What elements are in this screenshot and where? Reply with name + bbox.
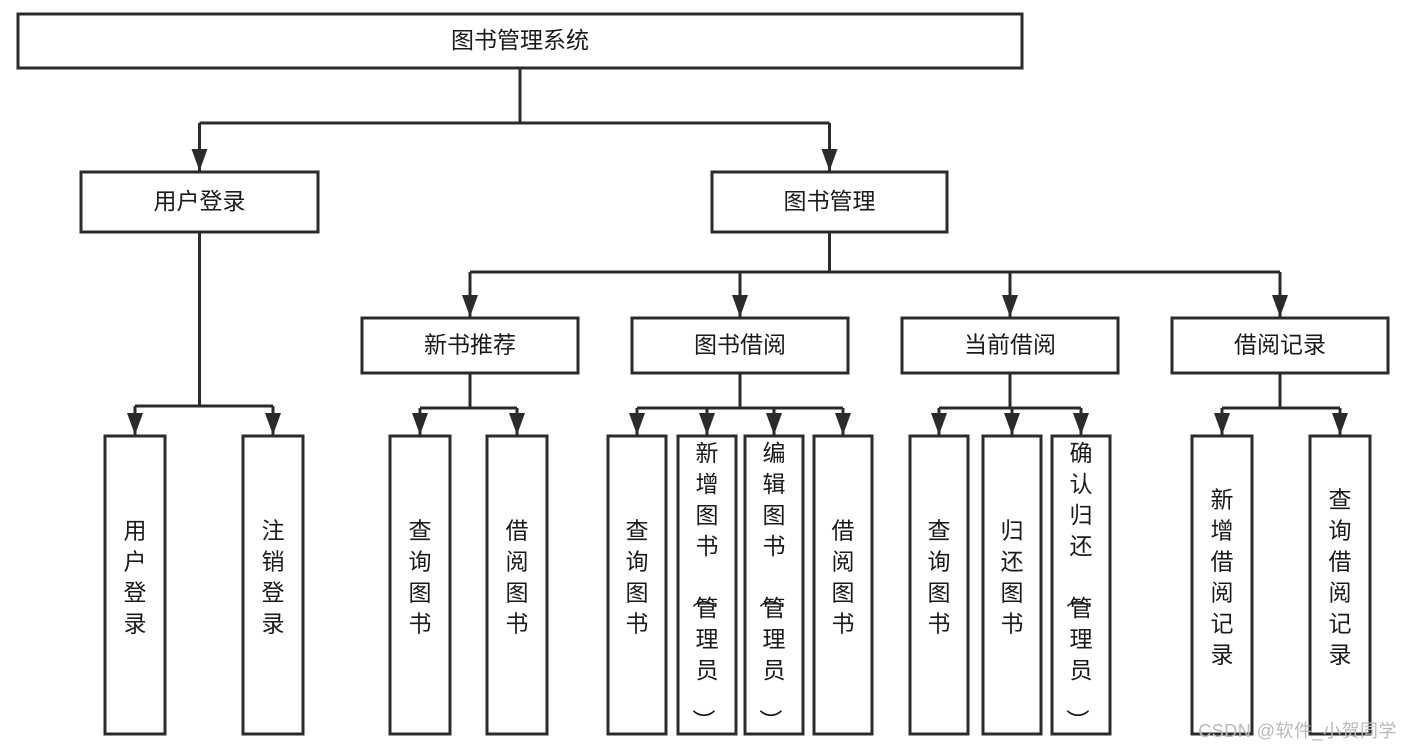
watermark-text: CSDN @软件_小贺同学 — [1198, 721, 1397, 741]
edge-book-manage-arrow-0 — [462, 295, 478, 317]
edge-book-manage-arrow-3 — [1272, 295, 1288, 317]
node-leaf-query-book-2-label: 查询图书 — [626, 518, 649, 637]
node-new-book-rec[interactable]: 新书推荐 — [360, 316, 580, 375]
node-leaf-borrow-book-1-label: 借阅图书 — [506, 518, 529, 637]
node-leaf-query-record-label: 查询借阅记录 — [1329, 487, 1352, 668]
edge-root-arrow-1 — [821, 149, 838, 171]
node-leaf-add-book[interactable]: 新增图书（管理员） — [676, 434, 738, 736]
edge-root-arrow-0 — [191, 149, 208, 171]
node-leaf-user-login-label: 用户登录 — [124, 518, 147, 637]
node-leaf-query-book-2[interactable]: 查询图书 — [606, 434, 668, 736]
node-leaf-add-book-label: 新增图书（管理员） — [691, 440, 719, 732]
nodes-layer: 图书管理系统用户登录图书管理新书推荐图书借阅当前借阅借阅记录用户登录注销登录查询… — [16, 12, 1390, 736]
edge-current-borrow-arrow-2 — [1073, 413, 1089, 435]
node-book-manage[interactable]: 图书管理 — [710, 170, 949, 234]
node-leaf-user-login[interactable]: 用户登录 — [103, 434, 167, 736]
node-leaf-add-record[interactable]: 新增借阅记录 — [1190, 434, 1254, 736]
node-borrow-record-label: 借阅记录 — [1234, 332, 1326, 358]
node-leaf-borrow-book-1[interactable]: 借阅图书 — [485, 434, 549, 736]
node-new-book-rec-label: 新书推荐 — [424, 332, 516, 358]
edge-current-borrow-arrow-0 — [931, 413, 947, 435]
edge-borrow-record-arrow-1 — [1332, 413, 1348, 435]
node-current-borrow-label: 当前借阅 — [964, 332, 1056, 358]
node-current-borrow[interactable]: 当前借阅 — [900, 316, 1120, 375]
edge-book-manage-arrow-1 — [732, 295, 748, 317]
edge-new-book-rec-arrow-0 — [412, 413, 428, 435]
node-leaf-query-book-3[interactable]: 查询图书 — [908, 434, 970, 736]
edge-book-borrow-arrow-0 — [629, 413, 645, 435]
node-book-manage-label: 图书管理 — [784, 188, 876, 214]
node-user-login-label: 用户登录 — [154, 188, 246, 214]
node-leaf-query-book-3-label: 查询图书 — [928, 518, 951, 637]
node-leaf-query-book-1[interactable]: 查询图书 — [388, 434, 452, 736]
node-root-label: 图书管理系统 — [451, 27, 589, 53]
node-root[interactable]: 图书管理系统 — [16, 12, 1024, 70]
edge-book-borrow-arrow-2 — [766, 413, 782, 435]
edge-book-borrow-arrow-3 — [835, 413, 851, 435]
edge-book-borrow-arrow-1 — [699, 413, 715, 435]
node-leaf-edit-book[interactable]: 编辑图书（管理员） — [743, 434, 805, 736]
edge-new-book-rec-arrow-1 — [509, 413, 525, 435]
node-leaf-logout[interactable]: 注销登录 — [241, 434, 305, 736]
node-leaf-logout-label: 注销登录 — [262, 518, 285, 637]
edges-layer — [127, 68, 1348, 435]
node-leaf-query-book-1-label: 查询图书 — [409, 518, 432, 637]
edge-user-login-arrow-0 — [127, 413, 143, 435]
edge-book-manage-arrow-2 — [1002, 295, 1018, 317]
node-leaf-borrow-book-2[interactable]: 借阅图书 — [812, 434, 874, 736]
edge-borrow-record-arrow-0 — [1214, 413, 1230, 435]
node-leaf-query-record[interactable]: 查询借阅记录 — [1308, 434, 1372, 736]
node-book-borrow[interactable]: 图书借阅 — [630, 316, 850, 375]
node-leaf-edit-book-label: 编辑图书（管理员） — [758, 440, 786, 732]
node-book-borrow-label: 图书借阅 — [694, 332, 786, 358]
node-leaf-return-book[interactable]: 归还图书 — [981, 434, 1043, 736]
edge-current-borrow-arrow-1 — [1004, 413, 1020, 435]
node-leaf-return-book-label: 归还图书 — [1001, 518, 1024, 637]
node-leaf-confirm-return-label: 确认归还（管理员） — [1065, 440, 1093, 732]
node-borrow-record[interactable]: 借阅记录 — [1170, 316, 1390, 375]
edge-user-login-arrow-1 — [265, 413, 281, 435]
node-leaf-add-record-label: 新增借阅记录 — [1211, 487, 1234, 668]
node-leaf-confirm-return[interactable]: 确认归还（管理员） — [1050, 434, 1112, 736]
node-leaf-borrow-book-2-label: 借阅图书 — [832, 518, 855, 637]
node-user-login[interactable]: 用户登录 — [79, 170, 320, 234]
